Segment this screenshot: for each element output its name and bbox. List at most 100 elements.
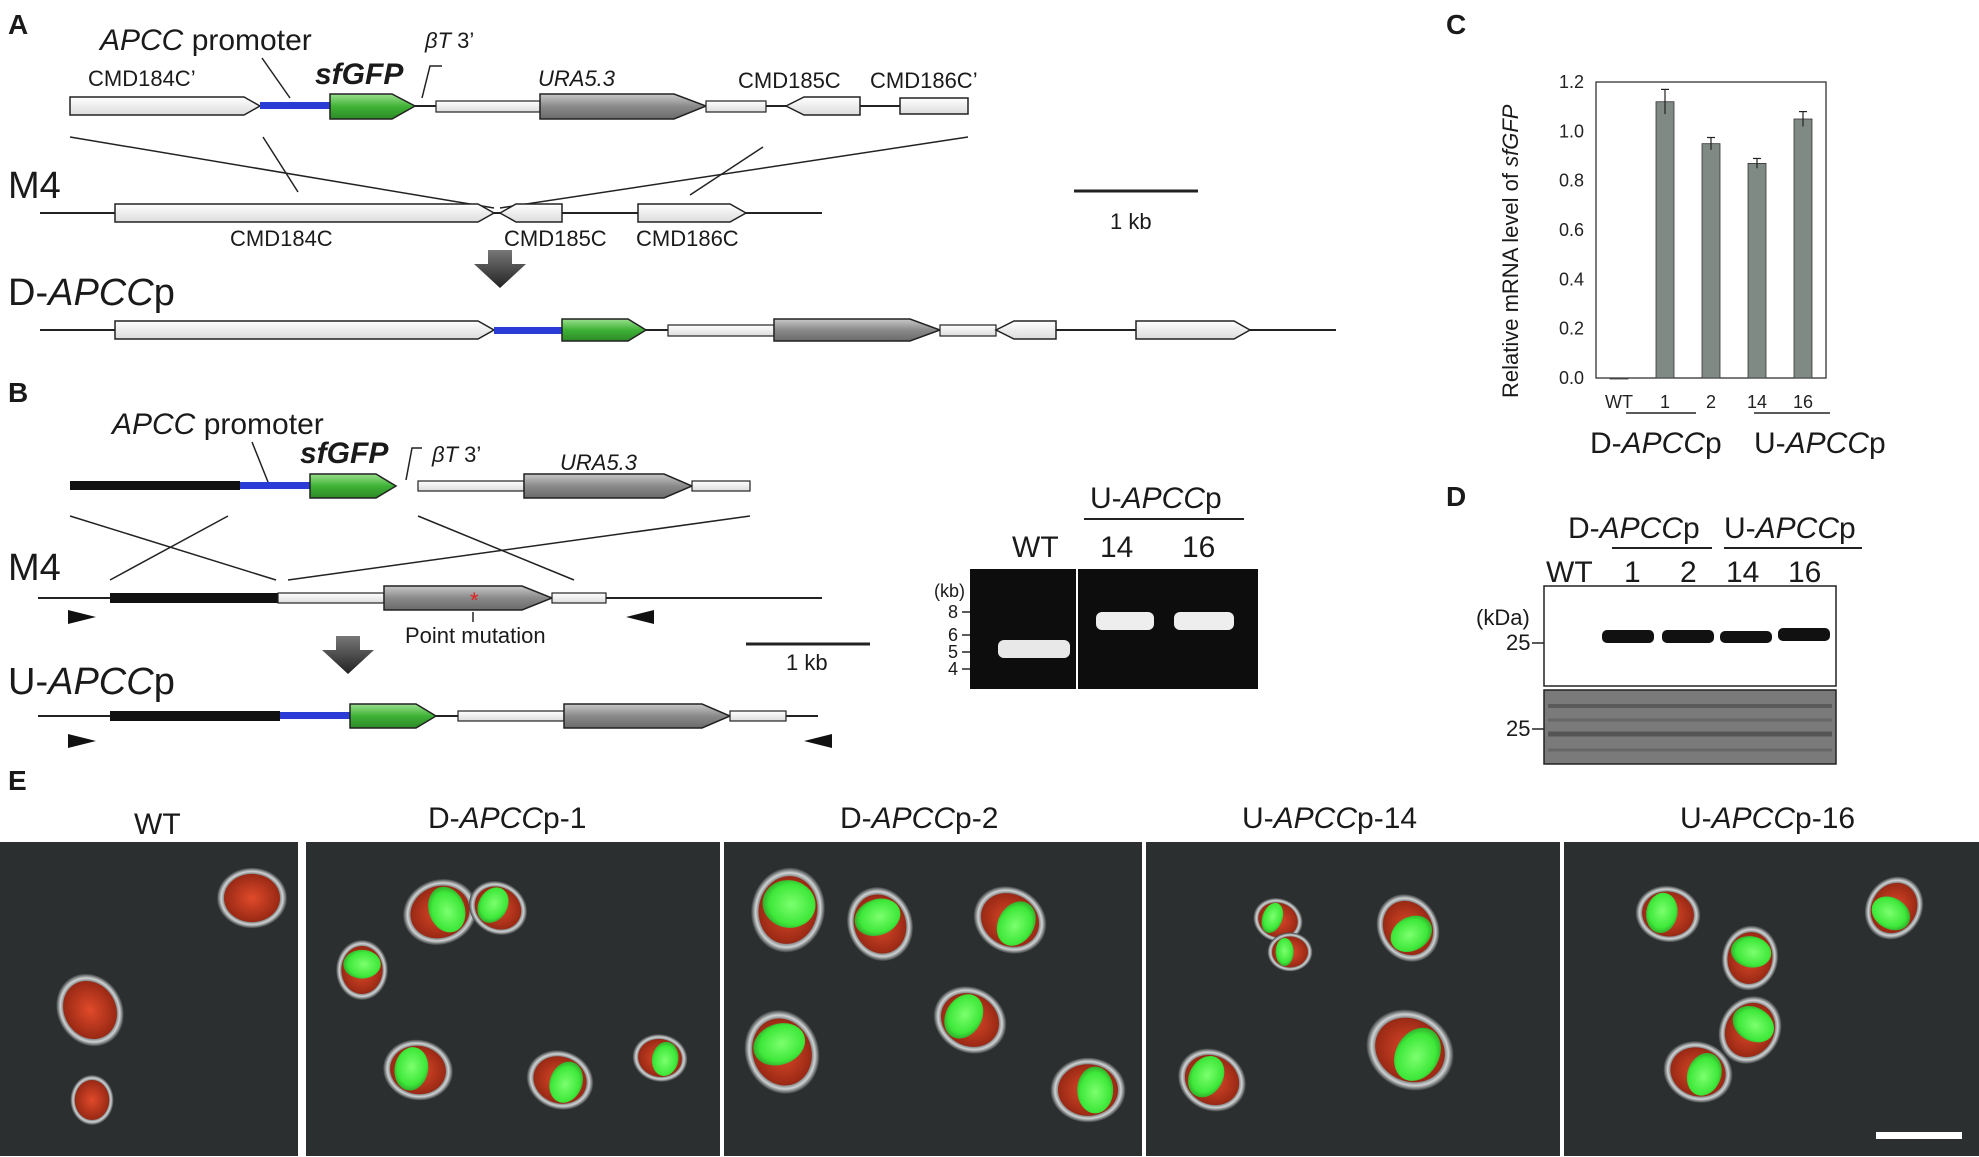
ura-arrow (539, 93, 709, 120)
sfgfp-arrow (329, 93, 417, 120)
m4-b-homology-bar (110, 593, 278, 603)
micro-label-u16: U-APCCp-16 (1680, 802, 1855, 835)
d-cmd184c-arrow (114, 320, 496, 340)
cell (846, 887, 914, 961)
cell (1635, 885, 1701, 943)
label-b-apcc-promoter: APCC promoter (110, 408, 324, 441)
label-b-sfgfp: sfGFP (300, 437, 389, 470)
cell (383, 1039, 453, 1101)
panel-label-d: D (1446, 481, 1466, 512)
u-ura-arrow (563, 703, 732, 729)
label-apcc-promoter: APCC promoter (98, 24, 312, 57)
cell (56, 973, 124, 1047)
gel-lane-16: 16 (1182, 531, 1215, 564)
chart-group-u: U-APCCp (1754, 427, 1886, 460)
cell (468, 881, 528, 935)
cell (751, 867, 825, 953)
chart-ytick-label: 0.0 (1559, 368, 1584, 388)
svg-text:8: 8 (948, 602, 958, 622)
primer-left-icon-2 (68, 734, 96, 748)
cell (1663, 1041, 1733, 1103)
m4-cmd184c-arrow (114, 203, 496, 223)
gel-lane-14: 14 (1100, 531, 1133, 564)
label-cmd186c: CMD186C (636, 226, 739, 251)
svg-text:5: 5 (948, 642, 958, 662)
cmd185c-arrow (784, 96, 861, 116)
chart-bar (1701, 143, 1721, 379)
primer-right-icon (626, 610, 654, 624)
label-sfgfp: sfGFP (315, 58, 404, 91)
chart-ytick-label: 0.6 (1559, 220, 1584, 240)
b-promoter-bar (240, 482, 310, 489)
chart-ytick-label: 0.4 (1559, 269, 1584, 289)
western-marker-25-top: 25 (1506, 630, 1530, 655)
b-sfgfp-arrow (309, 473, 398, 499)
cmd184c-prime-arrow (69, 96, 262, 116)
loading-control (1543, 689, 1837, 765)
cell (1267, 932, 1313, 972)
label-point-mutation: Point mutation (405, 623, 546, 648)
m4-cmd185c-arrow (498, 203, 563, 223)
d-ura-arrow (773, 318, 943, 342)
chart-bar (1609, 377, 1629, 380)
gel-band-16 (1174, 612, 1234, 630)
label-b-beta-t: βT 3’ (431, 442, 481, 467)
mutation-star-icon: * (470, 588, 479, 613)
western-band-1 (1602, 630, 1654, 643)
chart-bar (1793, 118, 1813, 379)
b-ura-arrow (523, 473, 694, 499)
label-b-ura: URA5.3 (560, 450, 638, 475)
cell (1376, 894, 1440, 962)
chart-bar (1655, 101, 1675, 379)
d-sfgfp-arrow (561, 318, 648, 342)
m4-cmd186c-arrow (637, 203, 748, 223)
chart-xtick-label: 1 (1660, 392, 1670, 412)
western-band-14 (1720, 631, 1772, 643)
strain-label-u: U-APCCp (8, 661, 175, 703)
d-promoter-bar (494, 327, 562, 334)
chart-xtick-label: 2 (1706, 392, 1716, 412)
apcc-promoter-bar (260, 102, 330, 109)
micro-label-u14: U-APCCp-14 (1242, 802, 1417, 835)
cell (1864, 876, 1924, 940)
u-homology-bar (110, 711, 280, 721)
transform-arrow-b (322, 636, 374, 674)
cell (933, 986, 1007, 1054)
cell (403, 878, 477, 946)
western-lane-2: 2 (1680, 556, 1697, 589)
cell (336, 940, 388, 1000)
d-cmd185c-arrow (994, 320, 1057, 340)
western-group-d: D-APCCp (1568, 512, 1700, 545)
chart-ytick-label: 1.2 (1559, 72, 1584, 92)
micro-label-d2: D-APCCp-2 (840, 802, 998, 835)
cmd186c-prime-box (899, 97, 969, 115)
western-lane-14: 14 (1726, 556, 1759, 589)
cell (526, 1050, 594, 1110)
gel-group-label: U-APCCp (1090, 482, 1222, 515)
cell (70, 1075, 114, 1125)
panel-label-b: B (8, 377, 28, 408)
cell (217, 867, 287, 929)
western-lane-wt: WT (1546, 556, 1593, 589)
cell (1253, 897, 1303, 943)
scale-label-b: 1 kb (786, 650, 828, 675)
primer-left-icon (68, 610, 96, 624)
chart-ylabel: Relative mRNA level of sfGFP (1498, 104, 1523, 398)
micro-label-d1: D-APCCp-1 (428, 802, 586, 835)
chart-ytick-label: 0.8 (1559, 171, 1584, 191)
panel-label-e: E (8, 765, 27, 796)
western-lane-1: 1 (1624, 556, 1641, 589)
cell (1721, 925, 1779, 991)
chart-bar (1747, 162, 1767, 379)
gel-band-14 (1096, 612, 1154, 630)
label-cmd186c-prime: CMD186C’ (870, 68, 978, 93)
western-unit: (kDa) (1476, 605, 1530, 630)
western-band-16 (1778, 628, 1830, 641)
gel-image-left (970, 569, 1076, 689)
panel-label-a: A (8, 9, 28, 40)
cell (1366, 1009, 1454, 1091)
cell (744, 1010, 820, 1094)
primer-right-icon-2 (804, 734, 832, 748)
label-beta-t: βT 3’ (424, 28, 474, 53)
